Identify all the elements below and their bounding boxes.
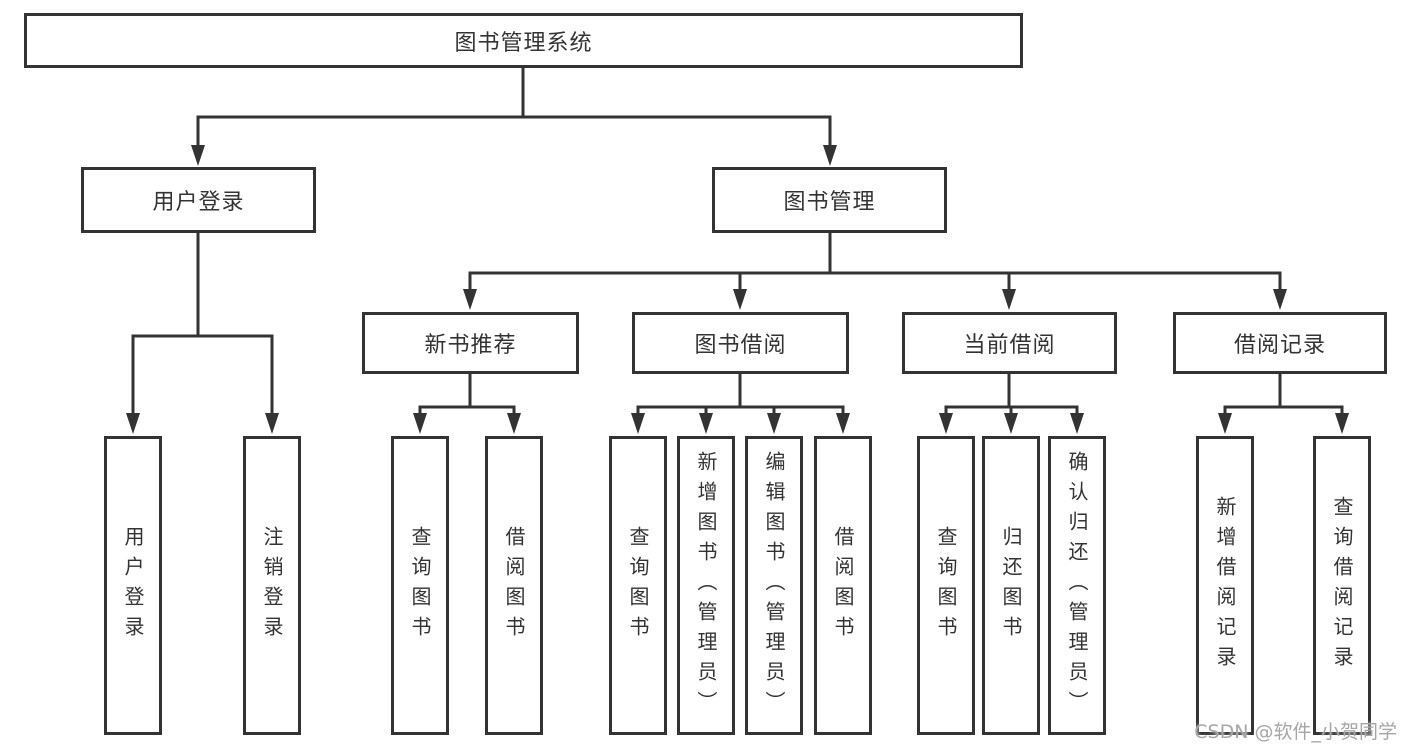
connector-book-mgmt-to-level3 xyxy=(468,231,1282,294)
leaf-nb-query-books: 查询图书 xyxy=(391,436,449,735)
leaf-label: 编辑图书（管理员） xyxy=(762,450,786,721)
node-label: 图书借阅 xyxy=(694,333,787,358)
leaf-bb-query-books: 查询图书 xyxy=(609,436,667,735)
leaf-br-query-record: 查询借阅记录 xyxy=(1313,436,1371,735)
node-user-login: 用户登录 xyxy=(81,167,316,233)
node-book-management: 图书管理 xyxy=(712,167,947,233)
leaf-bb-edit-books-admin: 编辑图书（管理员） xyxy=(745,436,803,735)
leaf-cb-confirm-return-admin: 确认归还（管理员） xyxy=(1048,436,1106,735)
leaf-user-login: 用户登录 xyxy=(104,436,162,735)
leaf-logout: 注销登录 xyxy=(243,436,301,735)
arrow-down-icon xyxy=(823,145,837,166)
connector-new-books-to-leaves xyxy=(418,372,516,418)
arrow-down-icon xyxy=(733,289,747,310)
node-new-book-recommend: 新书推荐 xyxy=(362,312,579,374)
arrow-down-icon xyxy=(463,289,477,310)
leaf-label: 查询图书 xyxy=(408,525,432,646)
arrow-down-icon xyxy=(1002,289,1016,310)
node-current-borrow: 当前借阅 xyxy=(902,312,1117,374)
leaf-label: 注销登录 xyxy=(260,525,284,646)
arrow-down-icon xyxy=(126,413,140,434)
leaf-label: 借阅图书 xyxy=(831,525,855,646)
arrow-down-icon xyxy=(836,413,850,434)
leaf-label: 查询借阅记录 xyxy=(1330,495,1354,676)
node-label: 新书推荐 xyxy=(424,333,517,358)
node-borrow-records: 借阅记录 xyxy=(1173,312,1387,374)
leaf-bb-add-books-admin: 新增图书（管理员） xyxy=(677,436,735,735)
leaf-br-add-record: 新增借阅记录 xyxy=(1196,436,1254,735)
arrow-down-icon xyxy=(631,413,645,434)
leaf-label: 查询图书 xyxy=(626,525,650,646)
arrow-down-icon xyxy=(1273,289,1287,310)
leaf-label: 借阅图书 xyxy=(502,525,526,646)
leaf-label: 查询图书 xyxy=(934,525,958,646)
arrow-down-icon xyxy=(1335,413,1349,434)
arrow-down-icon xyxy=(939,413,953,434)
node-label: 借阅记录 xyxy=(1233,333,1326,358)
csdn-watermark: CSDN @软件_小贺同学 xyxy=(1194,721,1397,743)
leaf-cb-query-books: 查询图书 xyxy=(917,436,975,735)
leaf-label: 归还图书 xyxy=(999,525,1023,646)
leaf-label: 新增借阅记录 xyxy=(1213,495,1237,676)
leaf-cb-return-books: 归还图书 xyxy=(982,436,1040,735)
connector-book-borrow-to-leaves xyxy=(636,372,845,418)
arrow-down-icon xyxy=(699,413,713,434)
arrow-down-icon xyxy=(191,145,205,166)
arrow-down-icon xyxy=(767,413,781,434)
leaf-label: 用户登录 xyxy=(121,525,145,646)
arrow-down-icon xyxy=(507,413,521,434)
leaf-nb-borrow-books: 借阅图书 xyxy=(485,436,543,735)
node-label: 图书管理系统 xyxy=(454,30,593,56)
arrowheads xyxy=(126,145,1349,434)
connector-root-to-level2 xyxy=(196,65,832,150)
arrow-down-icon xyxy=(413,413,427,434)
node-label: 用户登录 xyxy=(152,190,245,215)
connector-current-borrow-to-leaves xyxy=(944,372,1079,418)
connector-borrow-records-to-leaves xyxy=(1223,372,1344,418)
leaf-label: 确认归还（管理员） xyxy=(1065,450,1089,721)
arrow-down-icon xyxy=(265,413,279,434)
arrow-down-icon xyxy=(1004,413,1018,434)
arrow-down-icon xyxy=(1070,413,1084,434)
node-label: 图书管理 xyxy=(783,190,876,215)
leaf-label: 新增图书（管理员） xyxy=(694,450,718,721)
arrow-down-icon xyxy=(1218,413,1232,434)
leaf-bb-borrow-books: 借阅图书 xyxy=(814,436,872,735)
node-book-borrow: 图书借阅 xyxy=(632,312,849,374)
node-label: 当前借阅 xyxy=(963,333,1056,358)
node-root-library-system: 图书管理系统 xyxy=(24,13,1023,68)
connector-user-login-to-leaves xyxy=(131,231,274,418)
